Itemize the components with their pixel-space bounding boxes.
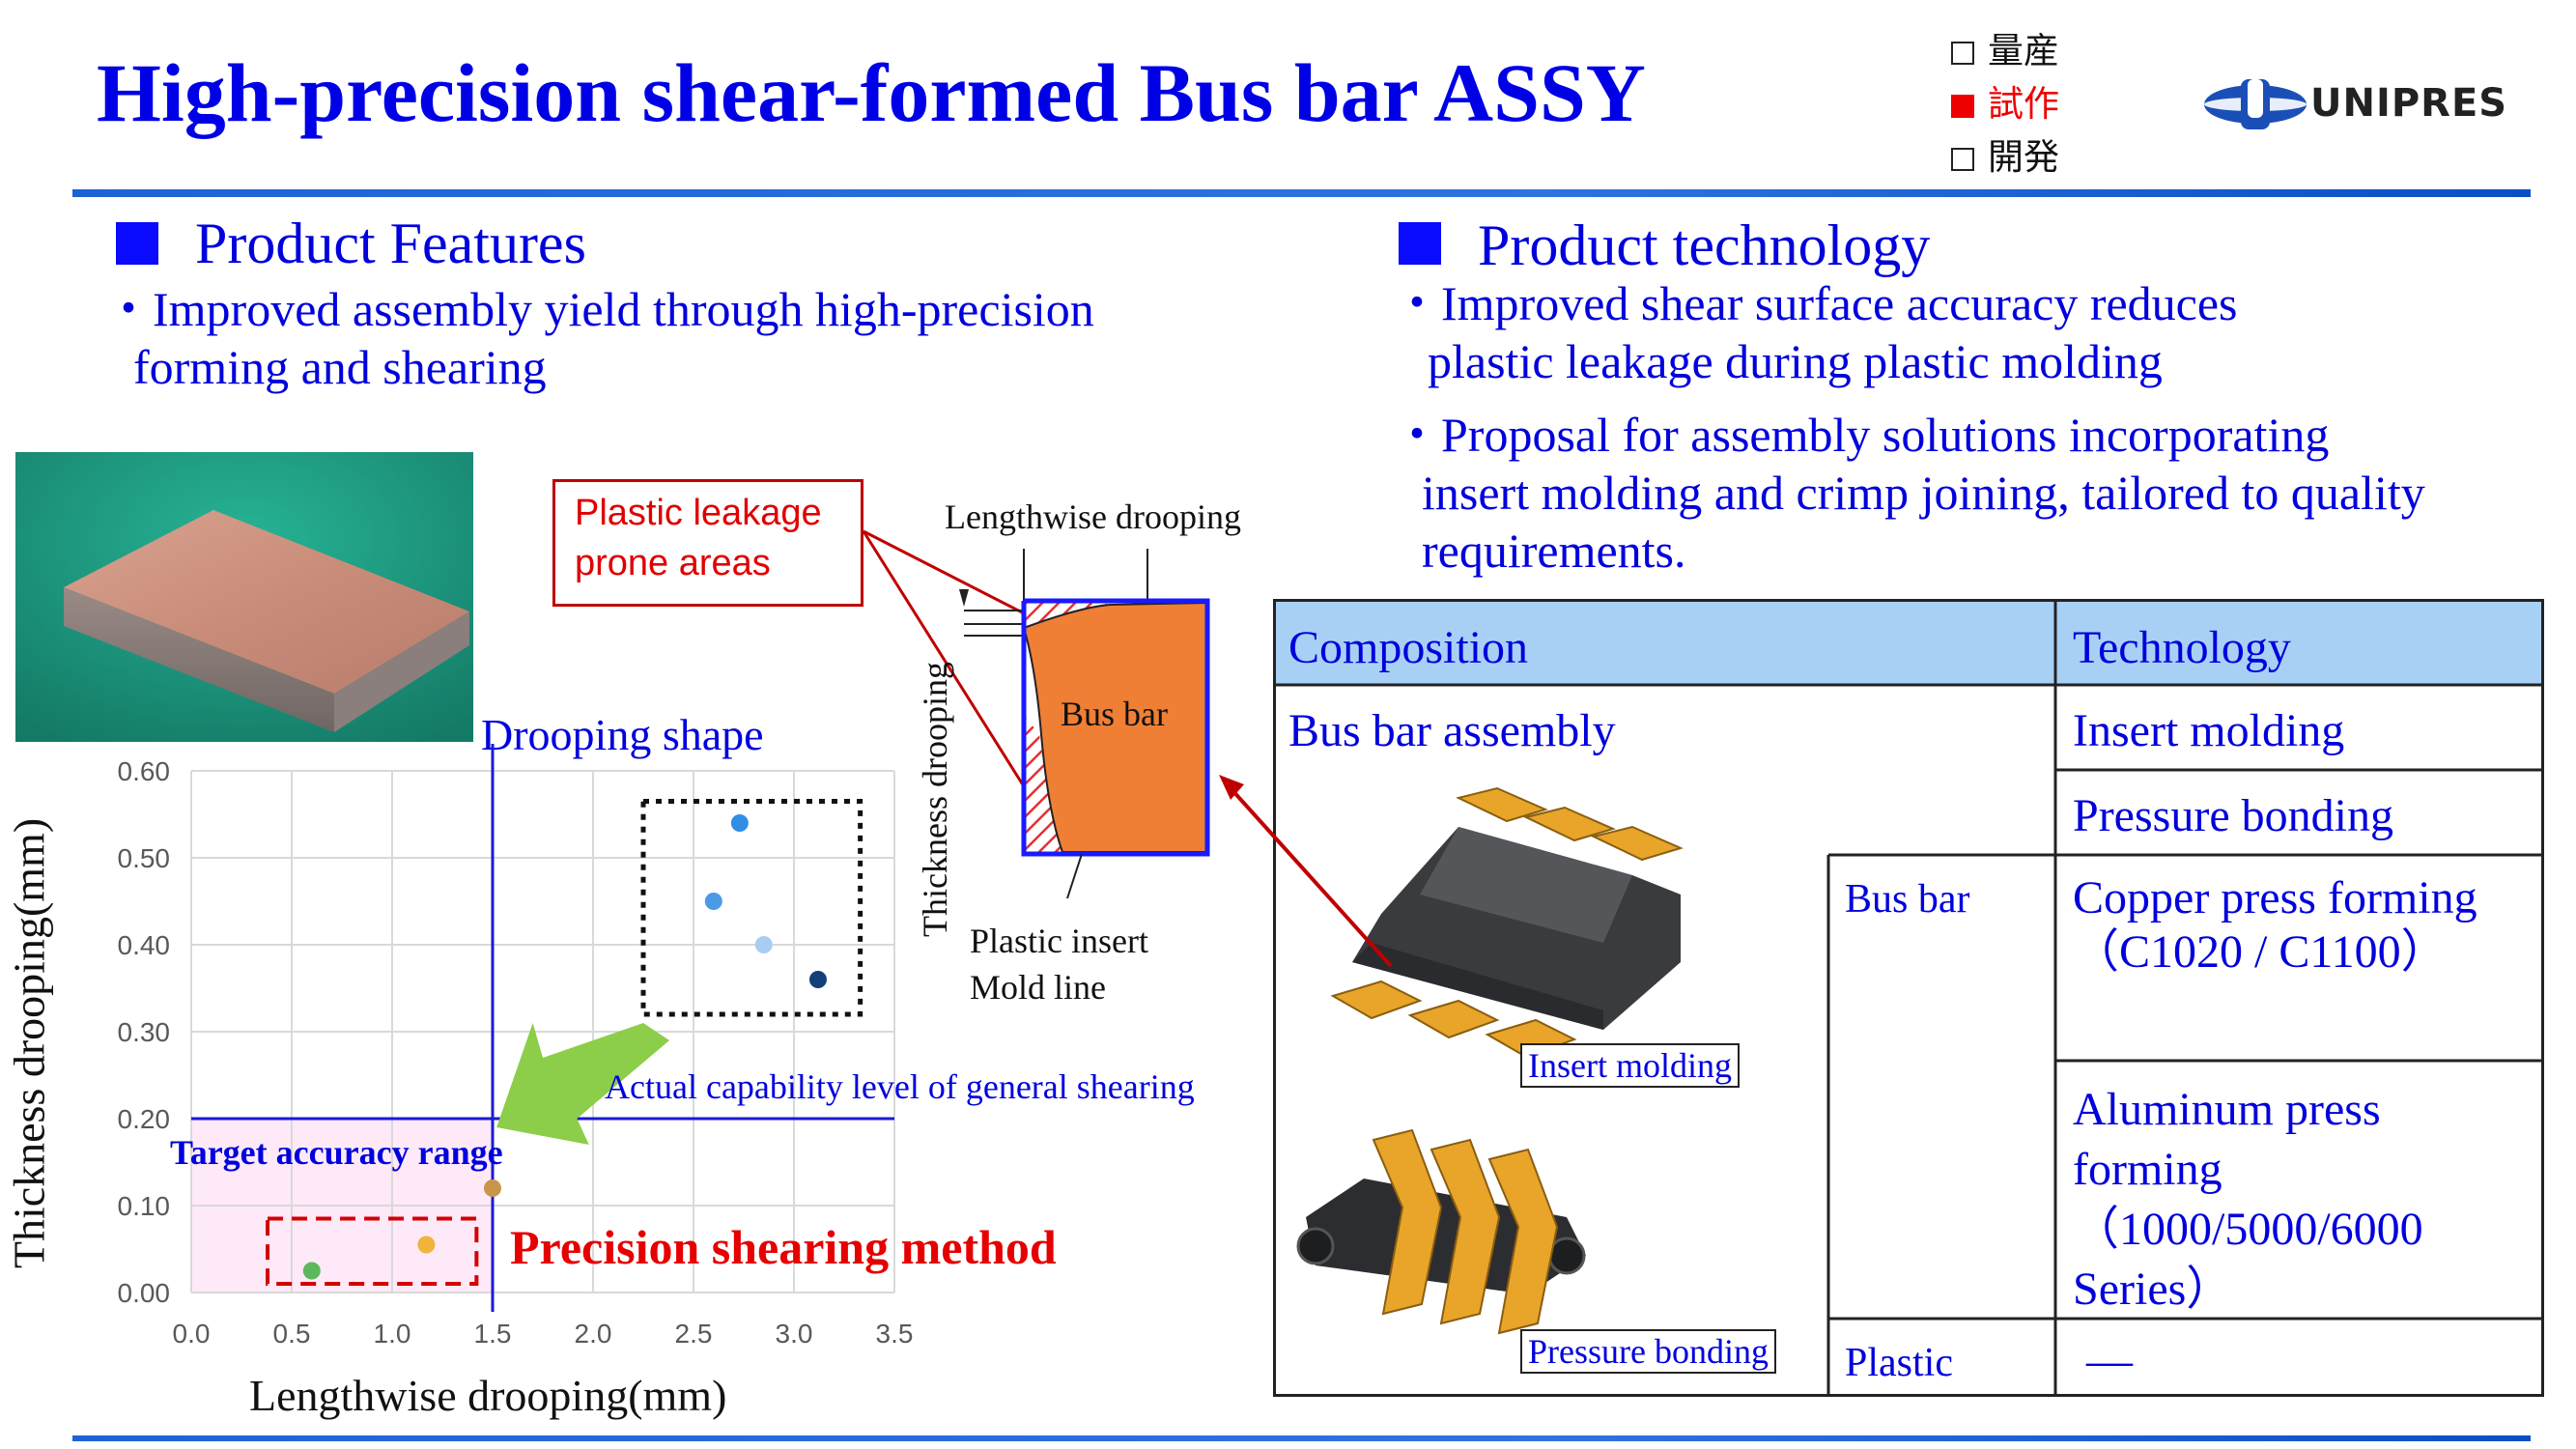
data-point <box>484 1179 501 1197</box>
arrowhead-icon <box>1219 775 1244 800</box>
busbar-cross-section <box>862 529 1210 899</box>
busbar-body <box>1022 601 1208 853</box>
tech-copper-press-forming: Copper press forming （C1020 / C1100） <box>2073 872 2477 978</box>
busbar-label: Bus bar <box>1061 695 1168 733</box>
y-tick-label: 0.10 <box>118 1191 171 1221</box>
general-shearing-annotation: Actual capability level of general shear… <box>605 1067 1195 1106</box>
improvement-arrow <box>496 1023 670 1145</box>
pressure-bonding-image-label: Pressure bonding <box>1520 1329 1776 1374</box>
header-divider <box>72 189 2531 197</box>
leakage-area-side <box>1024 715 1062 852</box>
chart-title: Drooping shape <box>481 710 764 759</box>
features-bullet: ・Improved assembly yield through high-pr… <box>104 282 1094 394</box>
insert-molding-product-image <box>1330 786 1684 1059</box>
plastic-leakage-callout: Plastic leakage prone areas <box>552 479 863 607</box>
row-bus-bar-assembly: Bus bar assembly <box>1288 705 1616 756</box>
status-prototype: 試作 <box>1951 74 2059 127</box>
checkbox-icon <box>1951 148 1974 171</box>
data-point <box>417 1236 436 1254</box>
x-tick-label: 2.0 <box>575 1319 612 1349</box>
y-tick-label: 0.20 <box>118 1104 171 1134</box>
chart-xlabel: Lengthwise drooping(mm) <box>249 1371 727 1420</box>
precision-shearing-annotation: Precision shearing method <box>510 1220 1057 1274</box>
unipres-logo-icon <box>2204 79 2307 129</box>
pressure-bonding-product-image <box>1296 1128 1586 1335</box>
x-tick-label: 0.5 <box>273 1319 311 1349</box>
drooping-scatter-chart: 0.0 0.5 1.0 1.5 2.0 2.5 3.0 3.5 0.00 0.10 0.20 0.30… <box>118 744 914 1349</box>
copper-block-photo <box>15 452 473 742</box>
technology-bullet-2: ・Proposal for assembly solutions incorpo… <box>1393 408 2425 578</box>
y-tick-label: 0.50 <box>118 843 171 873</box>
lengthwise-drooping-label: Lengthwise drooping <box>945 497 1241 536</box>
data-point <box>754 936 773 953</box>
leader-line <box>863 529 1034 620</box>
insert-molding-image-label: Insert molding <box>1520 1043 1740 1088</box>
section-marker-icon <box>1399 222 1441 265</box>
row-bus-bar: Bus bar <box>1845 877 1970 922</box>
y-tick-label: 0.40 <box>118 930 171 960</box>
x-tick-label: 3.5 <box>876 1319 914 1349</box>
target-accuracy-annotation: Target accuracy range <box>170 1133 503 1172</box>
data-point <box>808 971 827 988</box>
precision-box <box>266 1216 479 1286</box>
leader-line <box>862 530 1035 803</box>
header-technology: Technology <box>2073 622 2291 673</box>
row-plastic: Plastic <box>1845 1341 1953 1385</box>
insert-mold-line-label: Plastic insert Mold line <box>970 922 1148 1007</box>
y-tick-label: 0.30 <box>118 1017 171 1047</box>
x-tick-label: 1.0 <box>374 1319 411 1349</box>
tech-insert-molding: Insert molding <box>2073 705 2345 756</box>
technology-heading: Product technology <box>1478 213 1931 277</box>
tech-pressure-bonding: Pressure bonding <box>2073 790 2393 841</box>
status-mass-production: 量産 <box>1951 21 2059 73</box>
page-title: High-precision shear-formed Bus bar ASSY <box>97 46 1646 139</box>
reference-arrow <box>1219 775 1393 968</box>
header-composition: Composition <box>1288 622 1529 673</box>
features-heading: Product Features <box>195 212 586 275</box>
composition-table: Composition Technology Bus bar assembly … <box>1273 599 2544 1397</box>
tech-aluminum-press-forming: Aluminum press forming （1000/5000/6000 S… <box>2073 1084 2423 1315</box>
section-marker-icon <box>116 222 158 265</box>
general-shearing-box <box>640 799 863 1017</box>
x-tick-label: 3.0 <box>776 1319 813 1349</box>
checkbox-icon <box>1951 42 1974 65</box>
x-tick-label: 2.5 <box>675 1319 713 1349</box>
status-development: 開発 <box>1951 128 2059 180</box>
copper-block-image <box>15 452 473 742</box>
company-logo: UNIPRES <box>2202 75 2531 133</box>
tech-plastic-none: ― <box>2086 1335 2133 1386</box>
data-point <box>730 814 749 832</box>
chart-ylabel: Thickness drooping(mm) <box>4 817 54 1269</box>
data-point <box>302 1262 321 1280</box>
table-grid <box>1273 599 2544 1397</box>
technology-bullet-1: ・Improved shear surface accuracy reduces… <box>1393 276 2238 388</box>
data-point <box>704 893 722 910</box>
x-tick-label: 1.5 <box>474 1319 512 1349</box>
footer-divider <box>72 1435 2531 1441</box>
mold-outline <box>1021 598 1210 857</box>
x-tick-label: 0.0 <box>173 1319 211 1349</box>
y-tick-label: 0.60 <box>118 756 171 786</box>
checked-box-icon <box>1951 95 1974 118</box>
y-tick-label: 0.00 <box>118 1278 171 1308</box>
